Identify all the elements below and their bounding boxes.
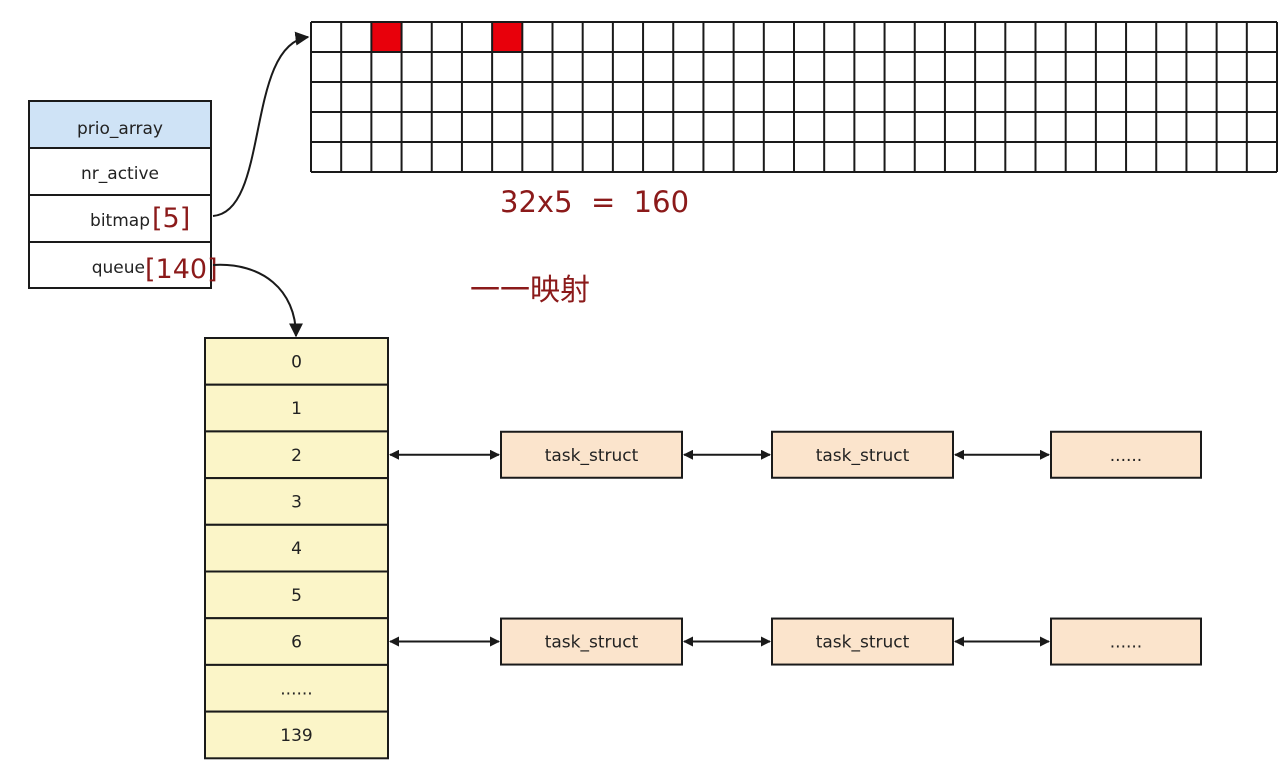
queue-cell bbox=[204, 477, 389, 526]
queue-cell-label: 6 bbox=[291, 633, 302, 653]
task-struct-node bbox=[1050, 617, 1202, 666]
queue-to-array-arrow bbox=[212, 263, 303, 338]
task-struct-label: task_struct bbox=[816, 633, 910, 653]
prio-array-title: prio_array bbox=[77, 119, 163, 139]
queue-cell bbox=[204, 523, 389, 573]
task-struct-node bbox=[500, 430, 683, 479]
prio-array-struct: prio_array nr_active bitmap [5] queue [1… bbox=[28, 100, 218, 289]
bitmap-set-bit bbox=[371, 22, 402, 52]
task-struct-label: ...... bbox=[1110, 633, 1142, 653]
queue-cell bbox=[204, 383, 389, 433]
queue-cell-label: 3 bbox=[291, 492, 302, 512]
queue-size-label: [140] bbox=[145, 254, 218, 285]
queue-cell bbox=[204, 710, 389, 760]
queue-cell bbox=[204, 337, 389, 386]
queue-cell-label: 0 bbox=[291, 352, 302, 372]
prio-array-field-nr-active bbox=[28, 147, 212, 196]
queue-cell-label: 1 bbox=[291, 399, 302, 419]
bitmap-to-grid-arrow bbox=[212, 31, 310, 217]
queue-cell-label: ...... bbox=[280, 679, 312, 699]
task-struct-node bbox=[1050, 430, 1202, 479]
queue-array: 0 1 2 3 4 5 6...... 139 bbox=[204, 337, 389, 760]
queue-cell bbox=[204, 617, 389, 666]
mapping-label: 一一映射 bbox=[470, 273, 590, 308]
task-struct-label: task_struct bbox=[816, 446, 910, 466]
task-struct-label: task_struct bbox=[545, 446, 639, 466]
queue-cell-label: 139 bbox=[280, 726, 312, 746]
bitmap-grid bbox=[310, 21, 1278, 173]
queue-cell-label: 2 bbox=[291, 446, 302, 466]
task-struct-label: ...... bbox=[1110, 446, 1142, 466]
prio-array-header bbox=[28, 100, 212, 149]
nr-active-label: nr_active bbox=[81, 164, 159, 184]
queue-label: queue bbox=[92, 258, 145, 278]
bitmap-size-label: [5] bbox=[152, 203, 190, 234]
bitmap-label: bitmap bbox=[90, 211, 150, 231]
queue-cell-label: 5 bbox=[291, 586, 302, 606]
task-struct-node bbox=[771, 617, 954, 666]
queue-cell bbox=[204, 570, 389, 620]
queue-cell bbox=[204, 430, 389, 480]
queue-cell-label: 4 bbox=[291, 539, 302, 559]
task-struct-node bbox=[500, 617, 683, 666]
bitmap-set-bit bbox=[492, 22, 523, 52]
task-struct-node bbox=[771, 430, 954, 479]
prio-array-field-queue bbox=[28, 241, 212, 289]
queue-cell bbox=[204, 663, 389, 713]
task-struct-label: task_struct bbox=[545, 633, 639, 653]
bitmap-caption: 32x5 = 160 bbox=[500, 185, 689, 219]
